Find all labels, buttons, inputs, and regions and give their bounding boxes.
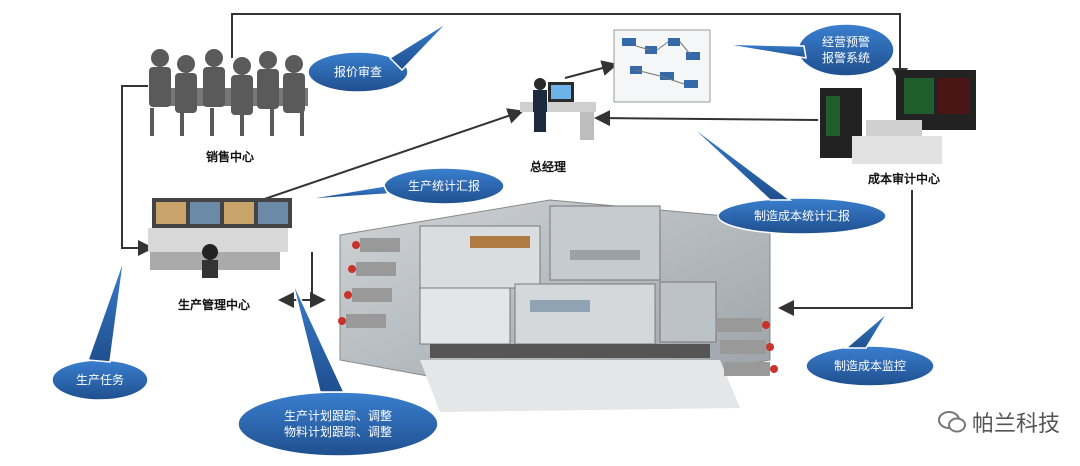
cost-monitor-callout: 制造成本监控 bbox=[833, 359, 906, 373]
manager-workstation-image bbox=[520, 78, 596, 140]
warning-system-line-1: 经营预警 bbox=[821, 35, 870, 49]
audit-control-room-image bbox=[820, 70, 976, 164]
factory-floorplan-image bbox=[338, 199, 778, 412]
plan-tracking-callout: 生产计划跟踪、调整 物料计划跟踪、调整 bbox=[258, 408, 418, 440]
cost-audit-center-label: 成本审计中心 bbox=[868, 172, 941, 186]
sales-center-label: 销售中心 bbox=[206, 150, 255, 164]
general-manager-label: 总经理 bbox=[530, 160, 567, 174]
warning-system-callout: 经营预警 报警系统 bbox=[806, 34, 886, 66]
quote-review-callout: 报价审查 bbox=[333, 65, 382, 79]
production-task-callout: 生产任务 bbox=[75, 373, 124, 387]
callout-shapes bbox=[51, 21, 935, 457]
production-control-room-image bbox=[148, 198, 292, 278]
warning-system-screen-image bbox=[613, 29, 711, 103]
watermark: 帕兰科技 bbox=[937, 406, 1060, 438]
cost-stats-callout: 制造成本统计汇报 bbox=[753, 209, 850, 223]
production-management-center-label: 生产管理中心 bbox=[178, 298, 251, 312]
connector-lines bbox=[121, 13, 913, 316]
sales-team-image bbox=[149, 49, 308, 136]
plan-tracking-line-1: 生产计划跟踪、调整 bbox=[283, 409, 392, 423]
production-stats-callout: 生产统计汇报 bbox=[407, 179, 480, 193]
wechat-icon bbox=[937, 411, 966, 433]
plan-tracking-line-2: 物料计划跟踪、调整 bbox=[283, 425, 392, 439]
warning-system-line-2: 报警系统 bbox=[821, 51, 870, 65]
watermark-text: 帕兰科技 bbox=[971, 412, 1060, 437]
